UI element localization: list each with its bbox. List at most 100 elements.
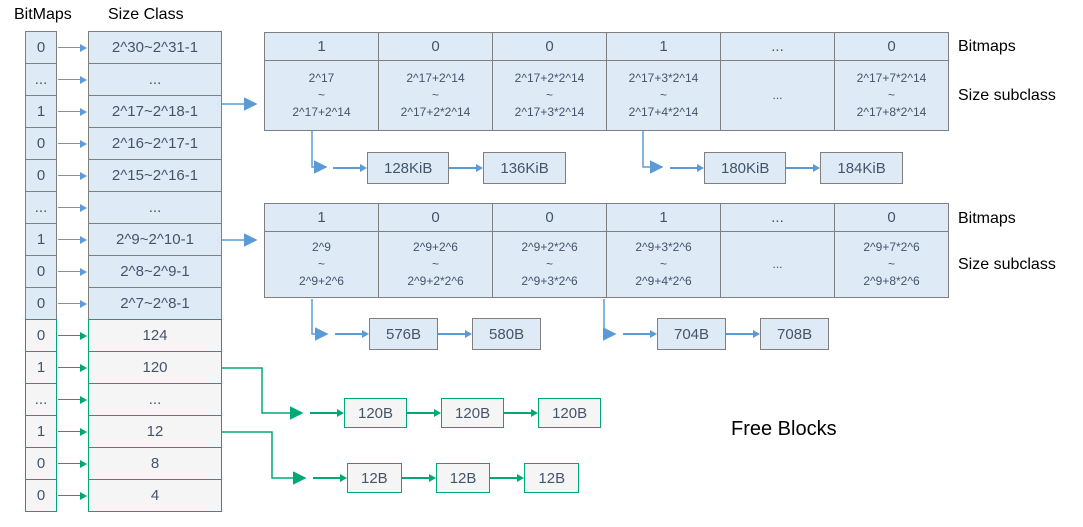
right-arrow-icon [57,63,88,96]
bitmaps-label: Bitmaps [958,38,1016,55]
right-arrow-icon [57,351,88,384]
subclass-column: 0 2^17+7*2^14 ~ 2^17+8*2^14 [834,32,949,131]
subclass-range-end: 2^9+4*2^6 [635,274,692,288]
size-subclass-cell: 2^9+2^6 ~ 2^9+2*2^6 [378,232,493,298]
chain-segment: 120B [504,398,602,428]
bitmap-value-cell: 0 [492,203,607,232]
size-class-cell: 2^15~2^16-1 [88,159,222,192]
subclass-column: 0 2^9+7*2^6 ~ 2^9+8*2^6 [834,203,949,298]
bitmap-cell: 0 [25,287,57,320]
subclass-range-end: 2^17+4*2^14 [628,105,699,119]
right-arrow-icon [57,383,88,416]
right-arrow-icon [57,31,88,64]
subclass-range-start: 2^9 [312,240,331,254]
subclass-column: 1 2^17+3*2^14 ~ 2^17+4*2^14 [606,32,721,131]
size-subclass-cell: 2^17+7*2^14 ~ 2^17+8*2^14 [834,61,949,131]
free-block-chain-704b: 704B 708B [623,318,830,350]
subclass-range-start: 2^17+3*2^14 [628,71,699,85]
free-block-box: 708B [760,318,830,350]
size-subclass-cell: ... [720,232,835,298]
subclass-table-top: 1 2^17 ~ 2^17+2^14 0 2^17+2^14 ~ 2^17+2*… [264,32,949,131]
right-arrow-icon [57,287,88,320]
subclass-range-start: 2^9+2*2^6 [521,240,578,254]
subclass-range-tilde: ... [772,88,783,102]
bitmap-cell: 1 [25,351,57,384]
subclass-column: 1 2^9+3*2^6 ~ 2^9+4*2^6 [606,203,721,298]
bitmap-cell: 0 [25,31,57,64]
free-block-box: 136KiB [483,152,566,184]
bitmap-value-cell: 1 [606,32,721,61]
subclass-range-end: 2^9+2^6 [299,274,344,288]
size-class-cell: 8 [88,447,222,480]
subclass-range-tilde: ~ [659,257,667,271]
bitmap-cell: 0 [25,255,57,288]
size-class-cell: 2^9~2^10-1 [88,223,222,256]
size-class-row: ... ... [25,383,222,416]
right-arrow-icon [335,330,369,338]
right-arrow-icon [504,409,539,417]
right-arrow-icon [57,127,88,160]
size-class-cell: 124 [88,319,222,352]
subclass-range-end: 2^9+8*2^6 [863,274,920,288]
size-class-cell: 2^17~2^18-1 [88,95,222,128]
free-block-box: 576B [369,318,439,350]
bitmap-value-cell: 0 [492,32,607,61]
subclass-column: 1 2^17 ~ 2^17+2^14 [264,32,379,131]
size-subclass-cell: 2^17 ~ 2^17+2^14 [264,61,379,131]
right-arrow-icon [438,330,473,338]
bitmap-cell: 0 [25,479,57,512]
bitmap-value-cell: 0 [378,32,493,61]
chain-segment: 708B [726,318,830,350]
subclass-table-middle: 1 2^9 ~ 2^9+2^6 0 2^9+2^6 ~ 2^9+2*2^6 0 … [264,203,949,298]
bitmap-cell: 0 [25,319,57,352]
bitmap-value-cell: 0 [378,203,493,232]
bitmap-value-cell: ... [720,203,835,232]
free-block-box: 12B [347,463,402,493]
subclass-range-end: 2^9+2*2^6 [407,274,464,288]
size-class-cell: 4 [88,479,222,512]
subclass-range-start: 2^17+2^14 [406,71,465,85]
right-arrow-icon [401,474,436,482]
right-arrow-icon [623,330,657,338]
size-class-row: 1 120 [25,351,222,384]
size-subclass-label: Size subclass [958,87,1056,104]
bitmap-cell: 1 [25,95,57,128]
subclass-range-tilde: ~ [887,257,895,271]
size-subclass-cell: ... [720,61,835,131]
subclass-column: 0 2^9+2*2^6 ~ 2^9+3*2^6 [492,203,607,298]
subclass-range-tilde: ~ [659,88,667,102]
size-class-cell: ... [88,383,222,416]
free-block-chain-576b: 576B 580B [335,318,542,350]
size-class-row: 0 8 [25,447,222,480]
size-class-row: 0 124 [25,319,222,352]
size-class-cell: 12 [88,415,222,448]
free-block-box: 120B [344,398,408,428]
right-arrow-icon [57,223,88,256]
subclass-column: 0 2^17+2*2^14 ~ 2^17+3*2^14 [492,32,607,131]
free-block-chain-180kib: 180KiB 184KiB [670,152,903,184]
bitmaps-label: Bitmaps [958,210,1016,227]
size-subclass-cell: 2^9 ~ 2^9+2^6 [264,232,379,298]
right-arrow-icon [786,164,821,172]
subclass-range-tilde: ~ [317,257,325,271]
bitmap-cell: 0 [25,159,57,192]
chain-segment: 136KiB [449,152,566,184]
size-subclass-cell: 2^17+2^14 ~ 2^17+2*2^14 [378,61,493,131]
chain-segment: 12B [490,463,580,493]
subclass-range-tilde: ~ [431,88,439,102]
size-class-column-title: Size Class [108,6,184,23]
subclass-range-end: 2^17+2^14 [292,105,351,119]
size-class-cell: 120 [88,351,222,384]
subclass-range-end: 2^17+2*2^14 [400,105,471,119]
right-arrow-icon [407,409,442,417]
size-class-cell: 2^8~2^9-1 [88,255,222,288]
chain-segment: 12B [313,463,402,493]
free-block-chain-120b: 120B 120B 120B [310,398,602,428]
bitmap-value-cell: 0 [834,203,949,232]
bitmap-cell: 1 [25,223,57,256]
subclass-range-start: 2^9+3*2^6 [635,240,692,254]
bitmap-cell: ... [25,191,57,224]
subclass-range-start: 2^17+2*2^14 [514,71,585,85]
chain-segment: 128KiB [333,152,450,184]
bitmap-cell: 0 [25,127,57,160]
